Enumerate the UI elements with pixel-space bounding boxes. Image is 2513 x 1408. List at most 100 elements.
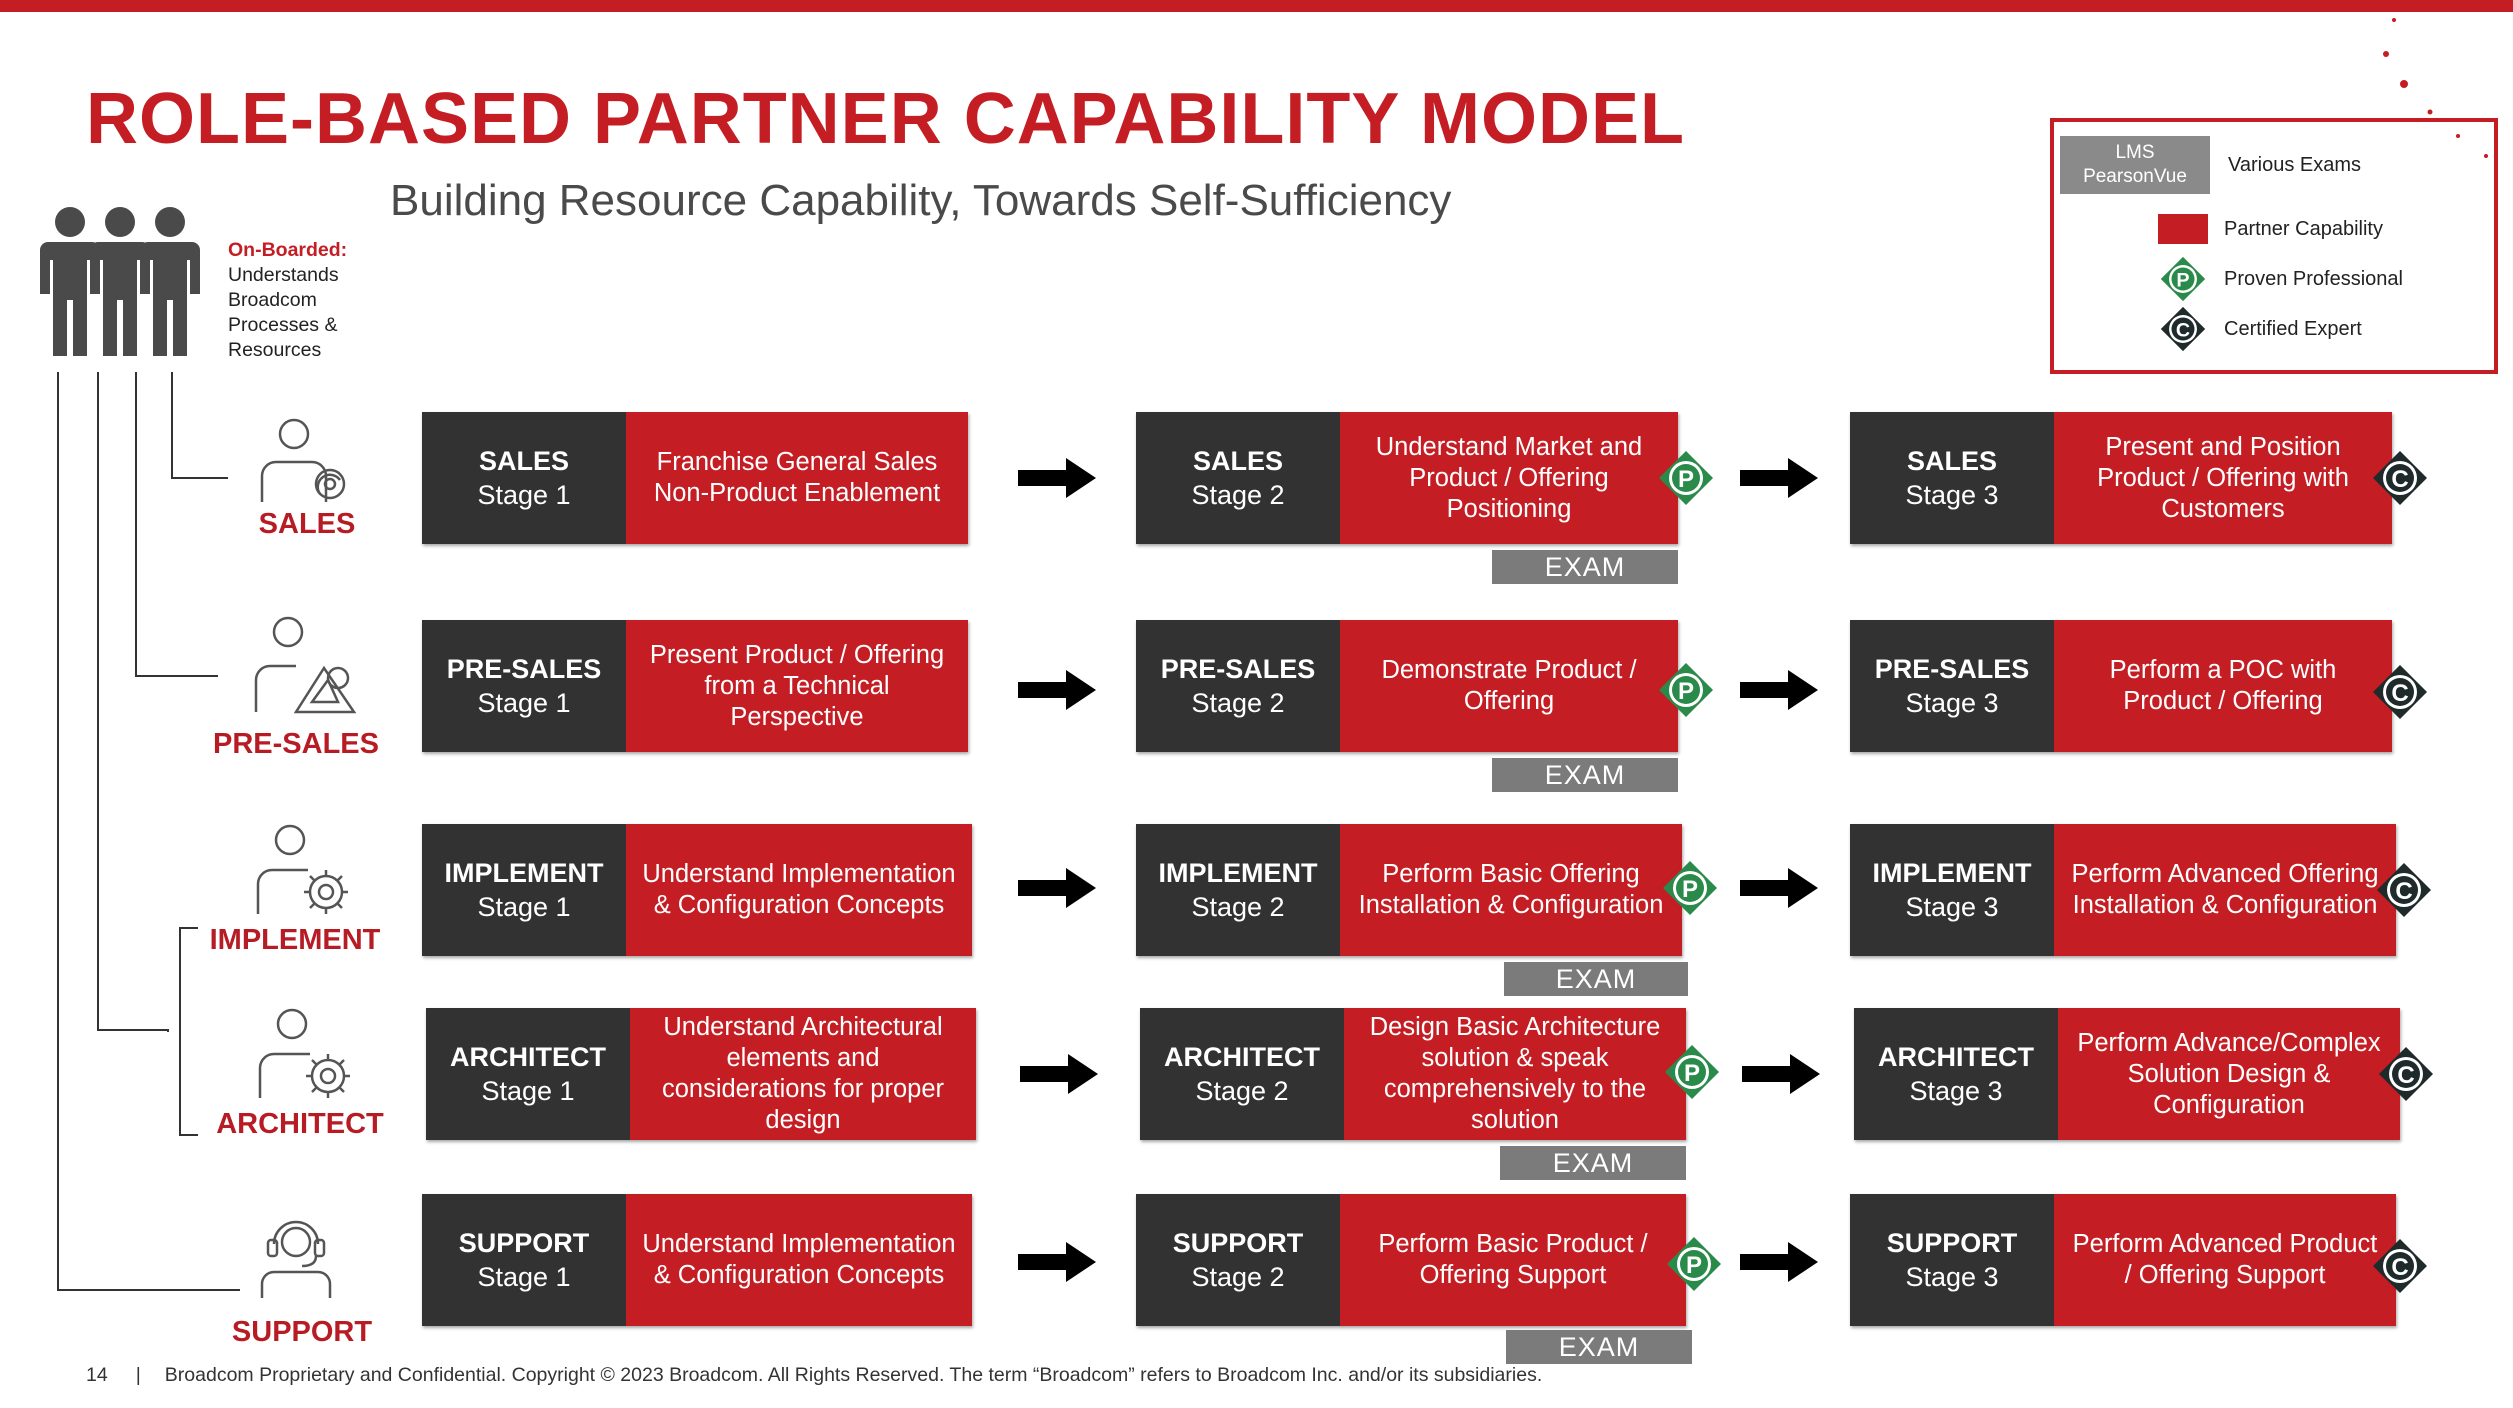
proven-professional-legend-icon: P — [2160, 256, 2206, 302]
badge-letter: C — [2391, 680, 2408, 707]
stage-description: Perform Advance/Complex Solution Design … — [2058, 1008, 2400, 1140]
stage-number: Stage 3 — [1905, 688, 1999, 718]
certified-expert-badge-icon: C — [2379, 1047, 2433, 1101]
right-arrow-icon — [1740, 670, 1818, 710]
role-label-architect: ARCHITECT — [216, 1108, 384, 1140]
page-subtitle: Building Resource Capability, Towards Se… — [390, 176, 1452, 225]
stage-number: Stage 3 — [1905, 480, 1999, 510]
right-arrow-icon — [1740, 868, 1818, 908]
stage-description: Perform Basic Offering Installation & Co… — [1340, 824, 1682, 956]
stage-role: ARCHITECT — [1878, 1042, 2034, 1072]
stage-header: PRE-SALES Stage 3 — [1850, 620, 2054, 752]
lms-line-1: LMS — [2115, 142, 2155, 163]
stage-number: Stage 1 — [477, 480, 571, 510]
badge-letter: C — [2391, 466, 2408, 493]
stage-header: ARCHITECT Stage 1 — [426, 1008, 630, 1140]
onboarded-line: Broadcom — [228, 289, 317, 311]
certified-expert-badge-icon: C — [2373, 1239, 2427, 1293]
stage-number: Stage 1 — [481, 1076, 575, 1106]
stage-number: Stage 1 — [477, 892, 571, 922]
proven-professional-badge-icon: P — [1659, 663, 1713, 717]
stage-description: Perform Advanced Offering Installation &… — [2054, 824, 2396, 956]
architect-stage-3-box: ARCHITECT Stage 3 Perform Advance/Complex… — [1854, 1008, 2400, 1140]
stage-number: Stage 3 — [1909, 1076, 2003, 1106]
legend-proven-professional: Proven Professional — [2224, 268, 2403, 290]
stage-description: Understand Implementation & Configuratio… — [626, 824, 972, 956]
onboarded-line: Processes & — [228, 314, 338, 336]
role-label-support: SUPPORT — [231, 1316, 373, 1348]
badge-letter: C — [2176, 319, 2190, 341]
architect-exam-label: EXAM — [1500, 1146, 1686, 1180]
onboarded-line: Resources — [228, 339, 322, 361]
stage-description: Present Product / Offering from a Techni… — [626, 620, 968, 752]
stage-role: SUPPORT — [1172, 1228, 1304, 1258]
lms-line-2: PearsonVue — [2083, 166, 2187, 187]
proven-professional-badge-icon: P — [1663, 861, 1717, 915]
stage-description: Understand Implementation & Configuratio… — [626, 1194, 972, 1326]
page-number: 14 — [86, 1364, 108, 1386]
badge-letter: P — [2176, 269, 2189, 291]
stage-number: Stage 2 — [1191, 480, 1285, 510]
stage-role: IMPLEMENT — [444, 858, 604, 888]
stage-role: SUPPORT — [458, 1228, 590, 1258]
sales-exam-label: EXAM — [1492, 550, 1678, 584]
footer-copyright: Broadcom Proprietary and Confidential. C… — [164, 1364, 1543, 1386]
decorative-dots — [2383, 18, 2488, 158]
stage-description: Demonstrate Product / Offering — [1340, 620, 1678, 752]
lms-pearsonvue-swatch: LMS PearsonVue — [2060, 136, 2210, 194]
badge-letter: P — [1678, 678, 1694, 705]
stage-description: Understand Market and Product / Offering… — [1340, 412, 1678, 544]
implement-person-gear-icon — [256, 824, 348, 914]
right-arrow-icon — [1018, 868, 1096, 908]
stage-role: PRE-SALES — [446, 654, 602, 684]
stage-description: Franchise General Sales Non-Product Enab… — [626, 412, 968, 544]
certified-expert-badge-icon: C — [2373, 665, 2427, 719]
legend-various-exams: Various Exams — [2228, 154, 2362, 176]
stage-role: SUPPORT — [1886, 1228, 2018, 1258]
stage-header: IMPLEMENT Stage 1 — [422, 824, 626, 956]
implement-exam-label: EXAM — [1504, 962, 1688, 996]
badge-letter: C — [2397, 1062, 2414, 1089]
stage-header: ARCHITECT Stage 3 — [1854, 1008, 2058, 1140]
stage-description: Present and Position Product / Offering … — [2054, 412, 2392, 544]
stage-description: Design Basic Architecture solution & spe… — [1344, 1008, 1686, 1140]
legend-box: LMS PearsonVue Various Exams Partner Cap… — [2050, 118, 2498, 374]
right-arrow-icon — [1740, 1242, 1818, 1282]
legend-partner-capability: Partner Capability — [2224, 218, 2383, 240]
proven-professional-badge-icon: P — [1659, 451, 1713, 505]
page-title: ROLE-BASED PARTNER CAPABILITY MODEL — [86, 79, 1686, 159]
stage-number: Stage 2 — [1191, 892, 1285, 922]
right-arrow-icon — [1020, 1054, 1098, 1094]
stage-role: ARCHITECT — [1164, 1042, 1320, 1072]
badge-letter: P — [1678, 466, 1694, 493]
stage-role: PRE-SALES — [1874, 654, 2030, 684]
stage-role: ARCHITECT — [450, 1042, 606, 1072]
sales-person-icon — [260, 418, 346, 502]
partner-capability-swatch — [2158, 214, 2208, 244]
badge-letter: C — [2395, 878, 2412, 905]
onboarded-note: On-Boarded: Understands Broadcom Process… — [228, 238, 347, 363]
badge-letter: C — [2391, 1254, 2408, 1281]
footer: 14|Broadcom Proprietary and Confidential… — [86, 1364, 1542, 1387]
support-exam-label: EXAM — [1506, 1330, 1692, 1364]
pre-sales-exam-label: EXAM — [1492, 758, 1678, 792]
stage-description: Perform Basic Product / Offering Support — [1340, 1194, 1686, 1326]
